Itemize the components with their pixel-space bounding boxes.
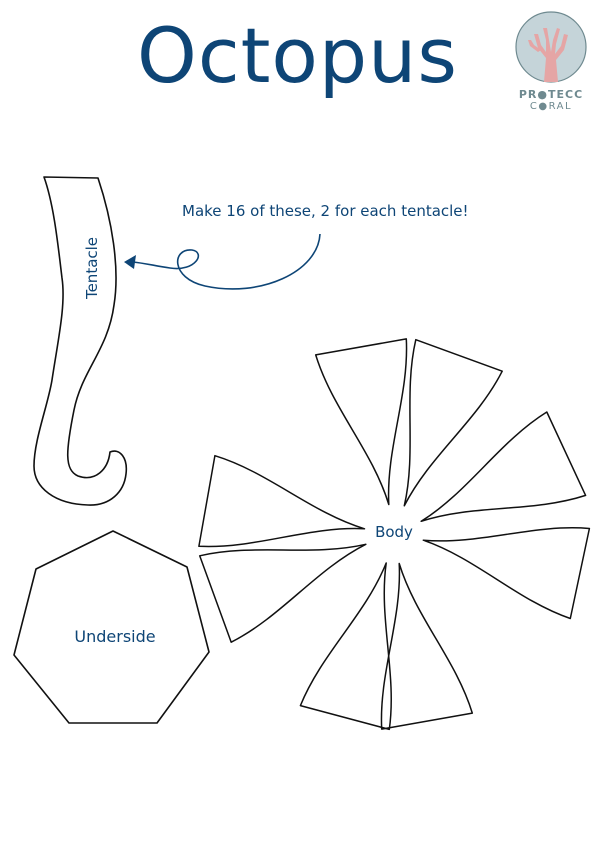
annotation-text: Make 16 of these, 2 for each tentacle! bbox=[182, 202, 469, 220]
logo-text-line2: C●RAL bbox=[530, 101, 572, 112]
tentacle-label: Tentacle bbox=[83, 237, 101, 300]
page-title: Octopus bbox=[137, 11, 458, 100]
body-petal bbox=[420, 411, 587, 523]
body-petal bbox=[422, 527, 591, 620]
body-label: Body bbox=[375, 523, 413, 541]
body-template: Body bbox=[198, 338, 591, 731]
body-petal bbox=[403, 338, 503, 507]
tentacle-template: Tentacle bbox=[33, 176, 128, 506]
body-petal bbox=[198, 454, 366, 548]
underside-label: Underside bbox=[74, 627, 155, 646]
body-petal bbox=[380, 562, 474, 730]
body-petals bbox=[198, 338, 591, 731]
tentacle-outline bbox=[33, 176, 128, 506]
protecc-coral-logo: PR●TECC C●RAL bbox=[515, 11, 587, 112]
underside-heptagon bbox=[13, 530, 210, 724]
body-petal bbox=[198, 543, 367, 643]
arrow-head-icon bbox=[124, 255, 136, 269]
coral-icon bbox=[528, 28, 568, 82]
underside-template: Underside bbox=[13, 530, 210, 724]
body-petal bbox=[314, 338, 408, 506]
annotation: Make 16 of these, 2 for each tentacle! bbox=[124, 202, 469, 290]
body-petal bbox=[299, 562, 392, 731]
annotation-arrow bbox=[131, 233, 321, 290]
logo-text-line1: PR●TECC bbox=[519, 88, 583, 101]
